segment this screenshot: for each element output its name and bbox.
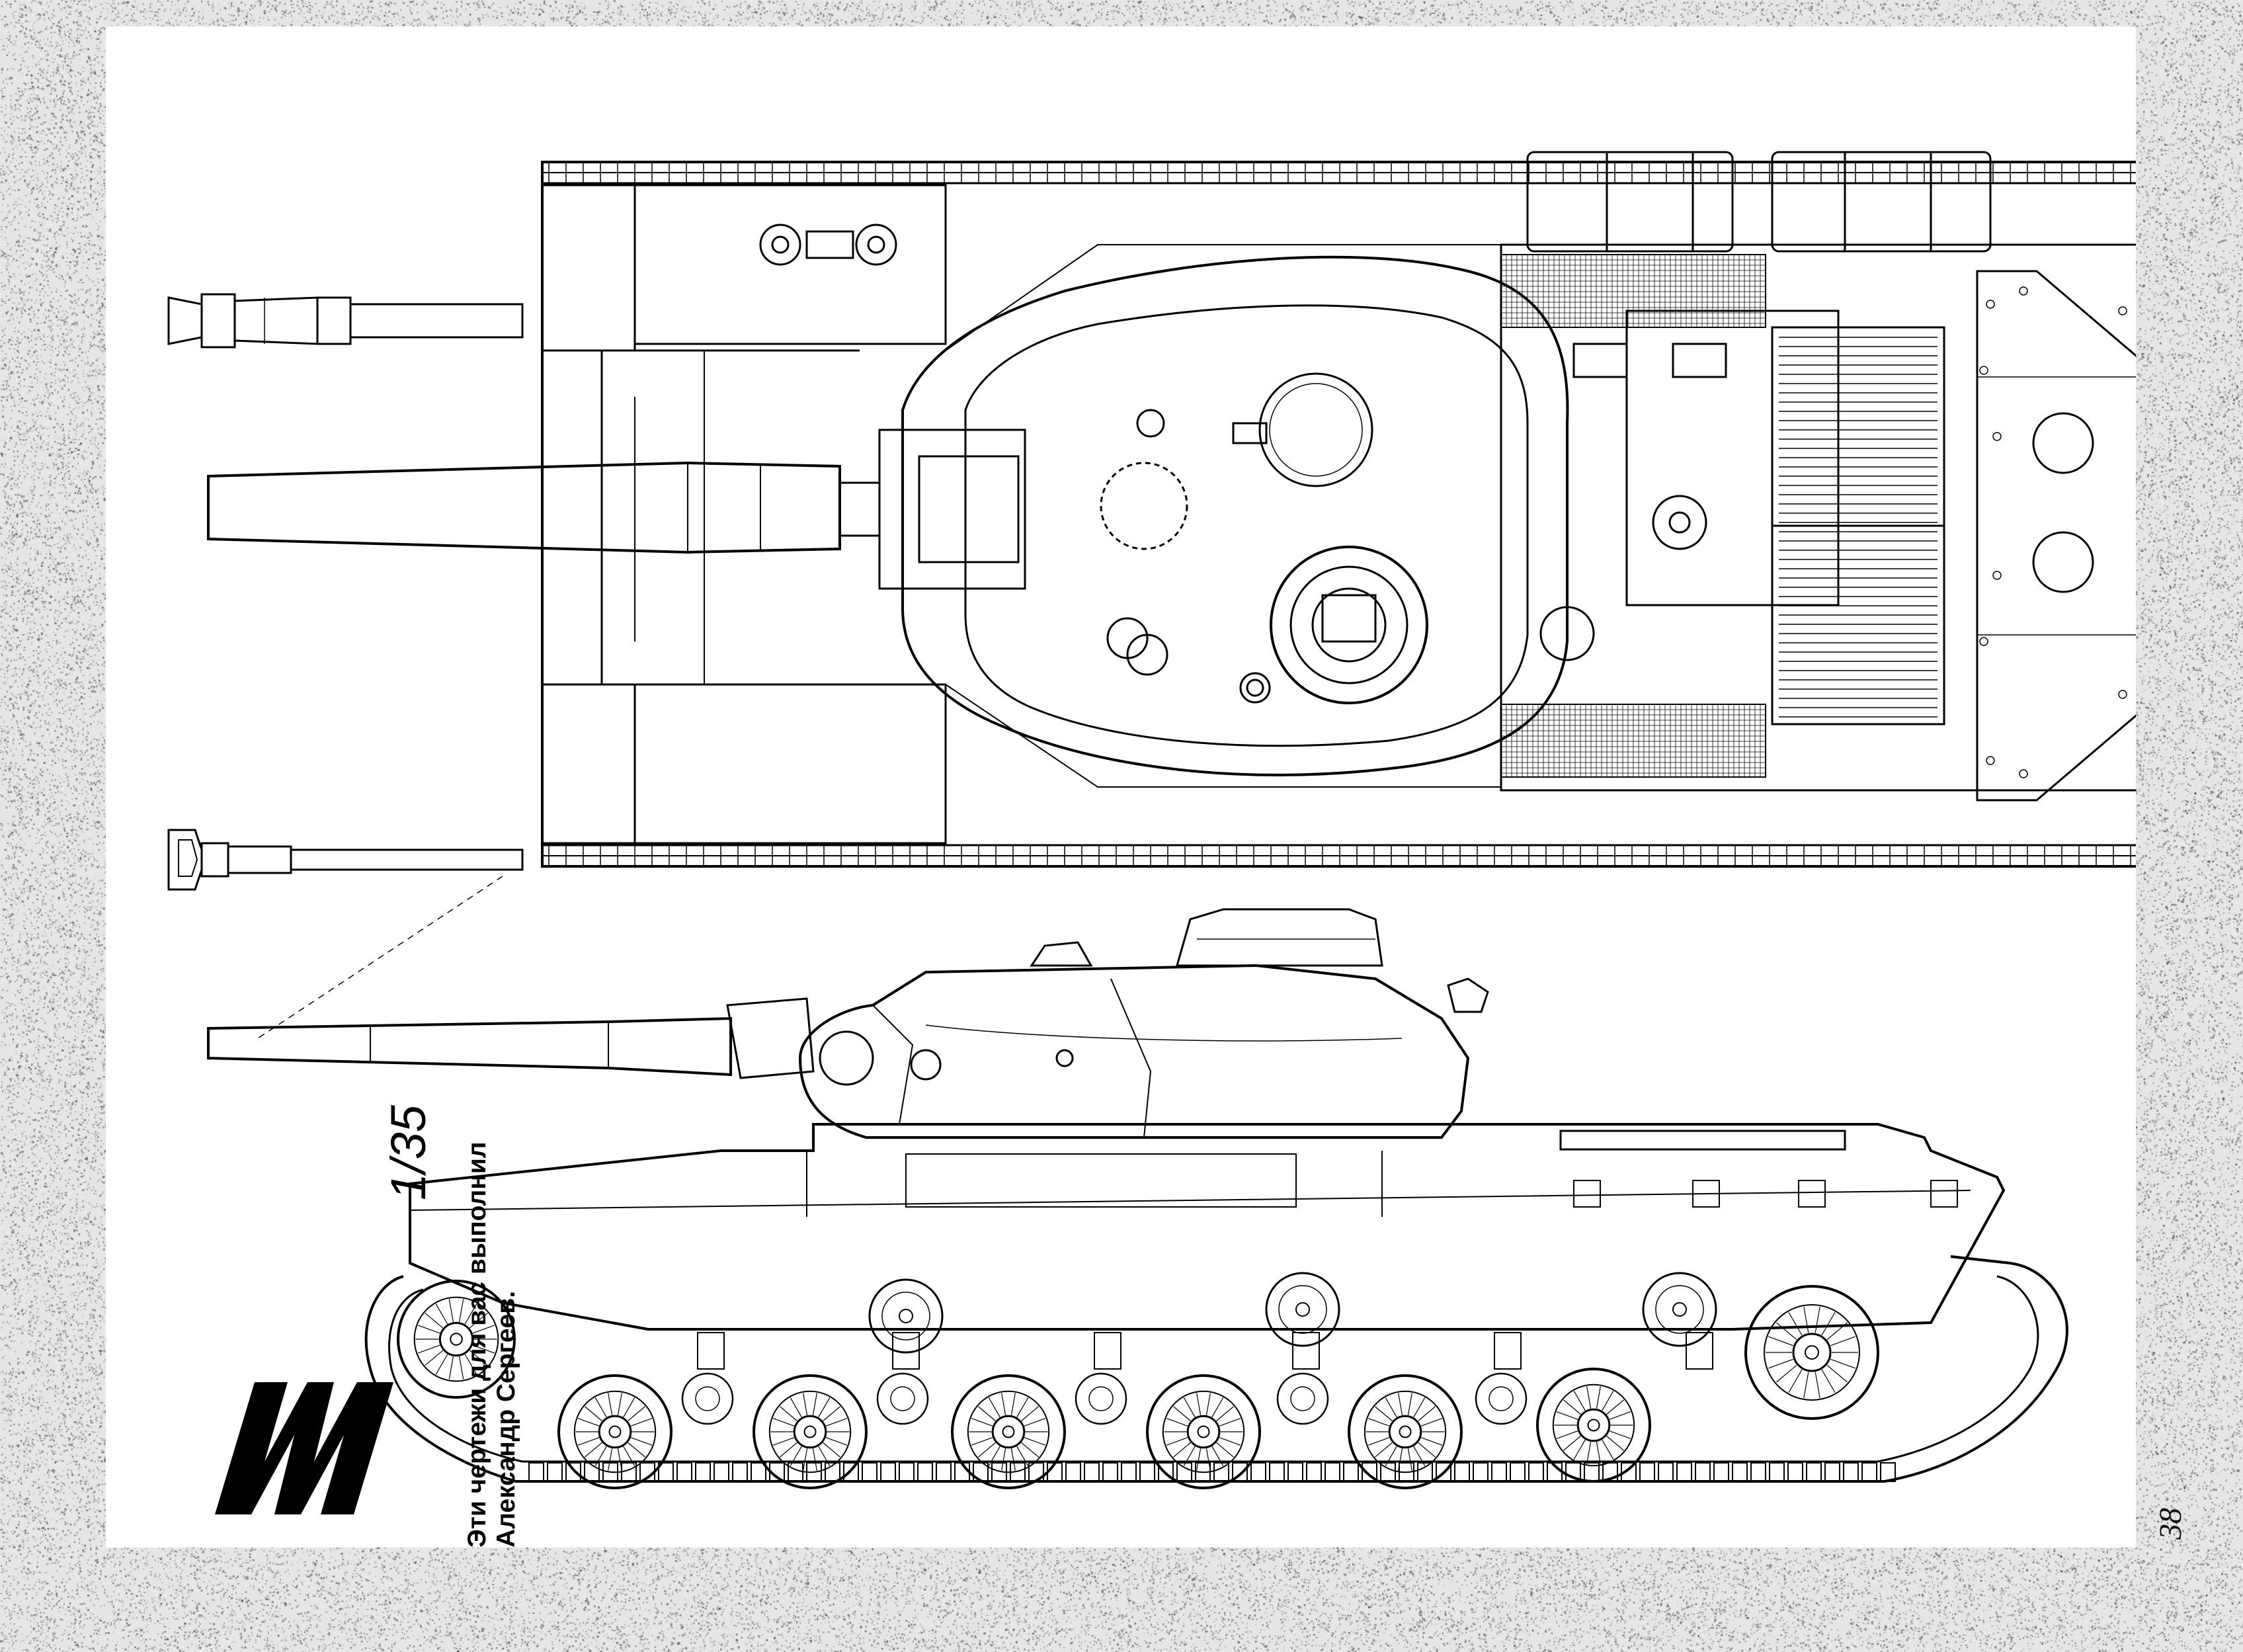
gun-barrel-top [207, 461, 841, 554]
gun-barrel-side [207, 1016, 732, 1077]
commander-cupola [1270, 546, 1428, 704]
hull-top-outline [541, 161, 2136, 868]
magazine-m-logo [215, 1382, 393, 1514]
page-number: 38 [2153, 1508, 2188, 1540]
radiator-louvers [1771, 326, 1945, 725]
hull-side-outline [409, 1123, 2006, 1331]
loader-hatch [1258, 372, 1373, 487]
turret-top-outline [901, 255, 1569, 776]
engine-grille-left [1500, 254, 1766, 328]
track-side [364, 1255, 2068, 1483]
author-credit: Эти чертежи для вас выполнил Александр С… [463, 1141, 521, 1548]
rear-plate [1976, 270, 2136, 802]
tank-technical-drawing [167, 151, 2136, 1489]
side-view [207, 908, 2068, 1489]
drawing-sheet: 1/35 Эти чертежи для вас выполнил Алекса… [106, 26, 2136, 1548]
credit-line-1: Эти чертежи для вас выполнил [463, 1141, 491, 1548]
muzzle-brake-detail-top [167, 293, 524, 349]
muzzle-brake-detail-side [167, 829, 524, 891]
credit-line-2: Александр Сергеев. [492, 1290, 520, 1548]
track-bottom [541, 844, 2136, 868]
top-view [207, 151, 2136, 868]
track-top [541, 161, 2136, 185]
tow-hook-icon [759, 224, 897, 266]
scale-label: 1/35 [381, 1104, 436, 1200]
turret-side-outline [798, 964, 1470, 1139]
fuel-tanks [1526, 151, 1992, 253]
cupola-side [1176, 908, 1383, 967]
engine-grille-right [1500, 704, 1766, 778]
